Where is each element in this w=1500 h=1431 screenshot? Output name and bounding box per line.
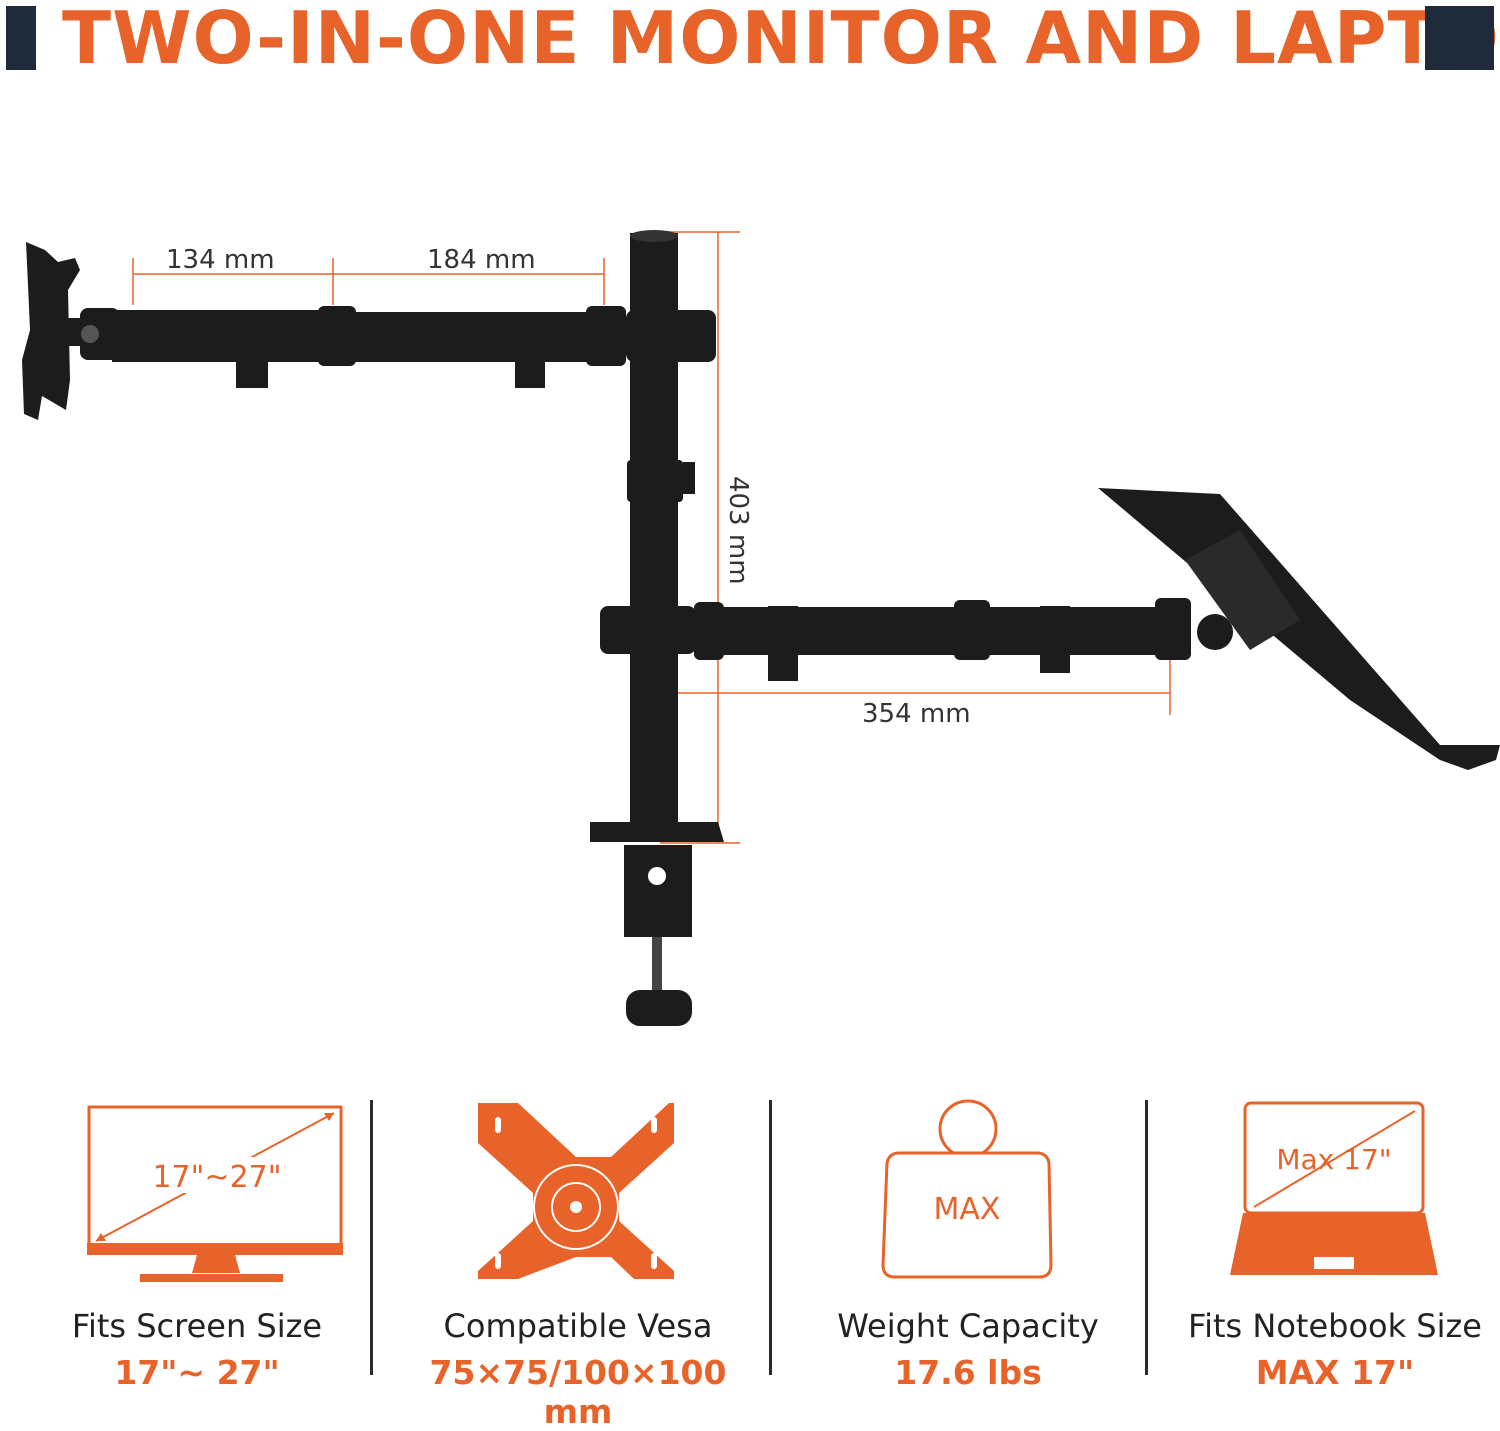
- feature-weight: MAX Weight Capacity 17.6 lbs: [783, 1095, 1153, 1395]
- dim-pole-height: 403 mm: [723, 476, 753, 585]
- feature-value: 17"~ 27": [114, 1353, 280, 1392]
- desk-clamp: [590, 822, 724, 1026]
- divider: [370, 1100, 373, 1375]
- upper-arm: [80, 306, 716, 388]
- laptop-tray: [1098, 488, 1500, 770]
- mount-diagram: 134 mm 184 mm 403 mm 354 mm: [22, 230, 1500, 1026]
- divider: [1145, 1100, 1148, 1375]
- monitor-icon-text: 17"~27": [152, 1160, 281, 1195]
- feature-notebook: Max 17" Fits Notebook Size MAX 17": [1150, 1095, 1500, 1395]
- feature-label: Fits Notebook Size: [1188, 1307, 1482, 1345]
- header-bar-right: [1425, 6, 1494, 70]
- dim-laptop-arm: 354 mm: [862, 699, 971, 729]
- dim-arm-segment-2: 184 mm: [427, 245, 536, 275]
- laptop-icon: Max 17": [1230, 1101, 1438, 1275]
- feature-screen-size: 17"~27" Fits Screen Size 17"~ 27": [12, 1095, 382, 1395]
- feature-label: Fits Screen Size: [71, 1307, 323, 1345]
- weight-icon-text: MAX: [934, 1192, 1001, 1227]
- pole: [627, 230, 695, 828]
- header-bar-left: [6, 6, 36, 70]
- weight-icon: MAX: [881, 1099, 1053, 1279]
- dim-arm-segment-1: 134 mm: [166, 245, 275, 275]
- feature-value: 17.6 lbs: [894, 1353, 1042, 1392]
- feature-value: 75×75/100×100 mm: [429, 1353, 727, 1431]
- laptop-icon-text: Max 17": [1276, 1143, 1391, 1176]
- feature-value: MAX 17": [1255, 1353, 1415, 1392]
- lower-arm: [600, 598, 1233, 681]
- page-title: TWO-IN-ONE MONITOR AND LAPTOP: [62, 0, 1500, 80]
- feature-label: Weight Capacity: [837, 1307, 1099, 1345]
- vesa-plate-icon: [478, 1103, 674, 1279]
- monitor-icon: 17"~27": [87, 1105, 343, 1282]
- feature-vesa: Compatible Vesa 75×75/100×100 mm: [393, 1095, 763, 1431]
- feature-label: Compatible Vesa: [443, 1307, 713, 1345]
- divider: [769, 1100, 772, 1375]
